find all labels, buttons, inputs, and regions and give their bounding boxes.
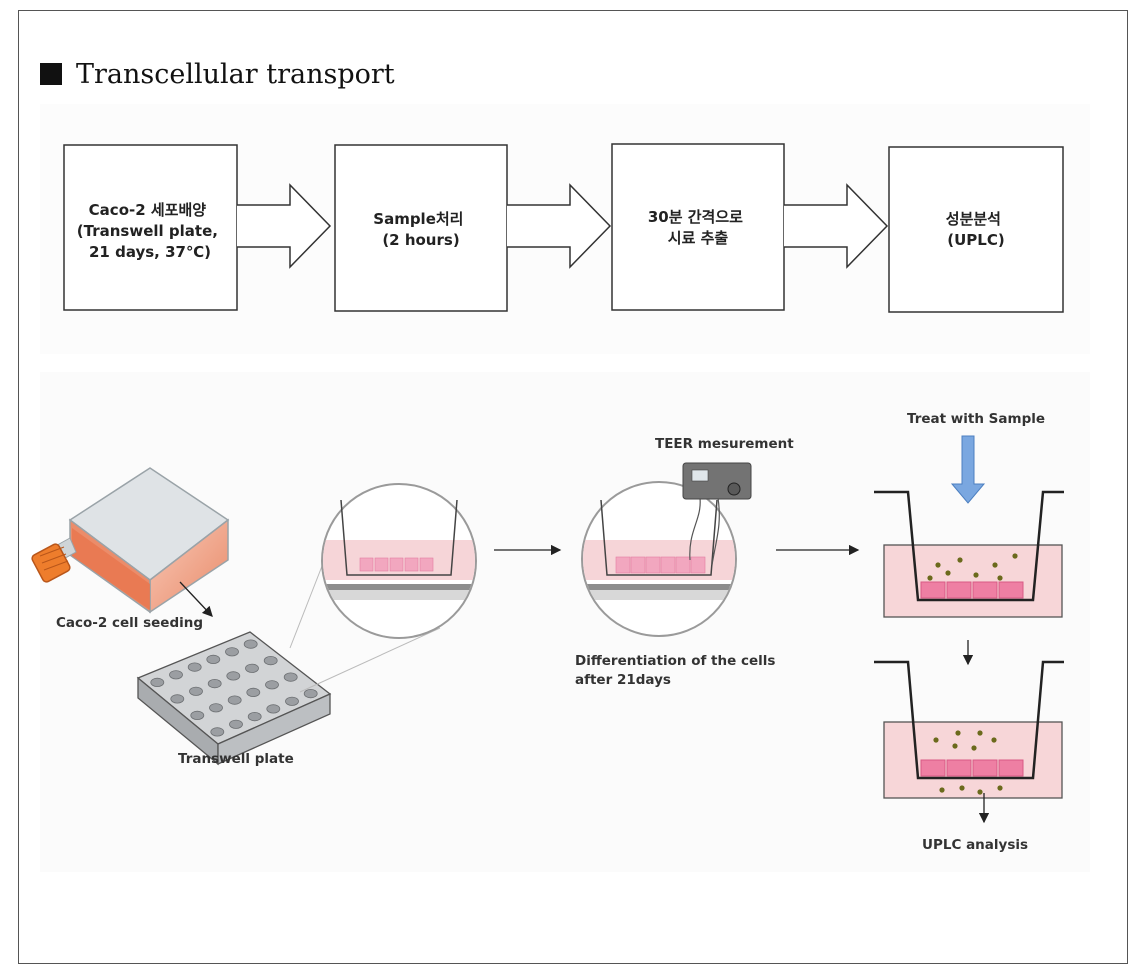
flow-step-box-3 [611,143,785,311]
flowchart: Caco-2 세포배양 (Transwell plate, 21 days, 3… [63,143,1064,313]
treat-with-sample-label: Treat with Sample [907,411,1045,427]
plate-well [247,711,262,722]
flow-arrow-3 [784,183,889,269]
culture-flask-icon [31,467,230,614]
square-bullet-icon [40,63,62,85]
plate-well [206,654,221,665]
flow-step-text-3: 30분 간격으로 시료 추출 [648,208,748,247]
flow-arrow-2 [507,183,612,269]
caco2-seeding-label: Caco-2 cell seeding [56,615,203,631]
transwell-insert-transport [874,660,1064,799]
flow-arrow-1 [237,183,332,269]
plate-well [226,671,241,681]
plate-well [246,687,261,698]
uplc-analysis-label: UPLC analysis [922,837,1028,853]
zoom-line-bottom [299,627,441,693]
flow-step-text-2: Sample처리 (2 hours) [373,210,468,249]
flow-step-box-4 [888,146,1064,313]
flow-step-text-4: 성분분석 (UPLC) [946,210,1006,249]
section-heading: Transcellular transport [40,56,395,92]
plate-well [170,694,185,704]
plate-well [207,678,222,689]
plate-well [187,662,202,672]
plate-well [303,688,318,699]
seeding-arrow [179,581,213,617]
plate-well [150,677,165,688]
teer-measurement-label: TEER mesurement [655,436,794,452]
plate-well [210,727,225,737]
figure-frame [18,10,1128,964]
plate-well [243,639,258,649]
plate-well [285,696,299,706]
plate-well [190,710,205,721]
plate-well [245,663,259,673]
plate-well [283,672,298,682]
flow-step-box-2 [334,144,508,312]
plate-well [265,680,279,690]
transwell-insert-treatment [874,490,1064,618]
plate-well [209,703,223,713]
teer-meter-icon [682,462,752,566]
plate-well [225,647,239,657]
transwell-plate-icon [136,631,332,766]
sample-addition-arrow-icon [950,435,986,504]
magnified-well-1 [321,483,477,639]
differentiation-label: Differentiation of the cells after 21day… [575,653,780,688]
flow-step-text-1: Caco-2 세포배양 (Transwell plate, 21 days, 3… [77,201,223,261]
plate-well [263,655,278,666]
plate-well [189,686,203,696]
magnified-well-2 [581,481,737,637]
flow-step-box-1 [63,144,238,311]
plate-well [227,695,242,705]
section-title: Transcellular transport [76,58,395,90]
plate-well [266,704,281,714]
plate-well [229,719,243,729]
transwell-plate-label: Transwell plate [178,751,294,767]
plate-well [169,670,183,680]
